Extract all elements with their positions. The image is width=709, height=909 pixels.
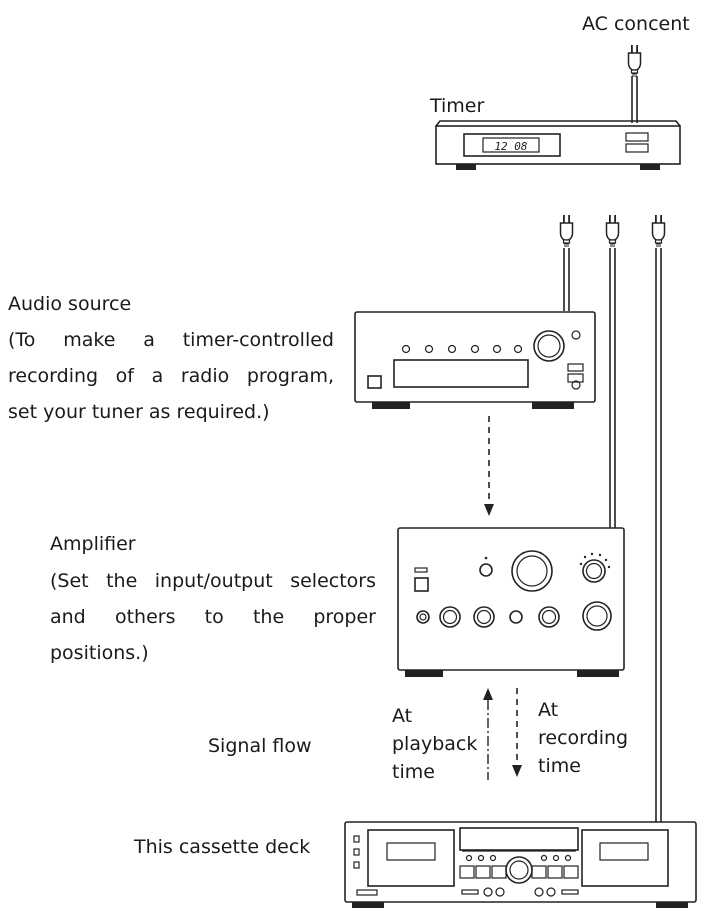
amplifier-note-2: and others to the proper [50, 606, 376, 628]
amplifier-device [397, 527, 625, 677]
audio-source-note-2: recording of a radio program, [8, 365, 334, 387]
playback-label-1: At [392, 705, 413, 727]
deck-plug-icon [651, 214, 666, 247]
amplifier-note-3: positions.) [50, 642, 149, 664]
audio-source-note-3: set your tuner as required.) [8, 401, 270, 423]
playback-label-2: playback [392, 733, 478, 755]
recording-label-2: recording [538, 727, 629, 749]
tuner-plug-icon [559, 214, 574, 247]
audio-source-note-1: (To make a timer-controlled [8, 329, 334, 351]
cassette-deck-label: This cassette deck [134, 836, 311, 858]
signal-flow-label: Signal flow [208, 735, 312, 757]
timer-display-readout: 12 08 [494, 140, 527, 153]
tuner-device [354, 311, 596, 409]
timer-device [435, 120, 681, 170]
timer-label: Timer [430, 95, 485, 117]
playback-label-3: time [392, 761, 435, 783]
ac-concent-label: AC concent [582, 13, 690, 35]
ac-plug-icon [627, 44, 642, 77]
playback-signal-arrow [483, 688, 493, 780]
cassette-deck-device [344, 821, 697, 908]
power-cords [563, 76, 662, 822]
recording-label-1: At [538, 699, 559, 721]
amplifier-note-1: (Set the input/output selectors [50, 570, 376, 592]
audio-source-title: Audio source [8, 293, 132, 315]
amplifier-title: Amplifier [50, 533, 136, 555]
signal-arrow-tuner-to-amp [484, 416, 494, 516]
recording-signal-arrow [512, 688, 522, 777]
amplifier-plug-icon [605, 214, 620, 247]
recording-label-3: time [538, 755, 581, 777]
